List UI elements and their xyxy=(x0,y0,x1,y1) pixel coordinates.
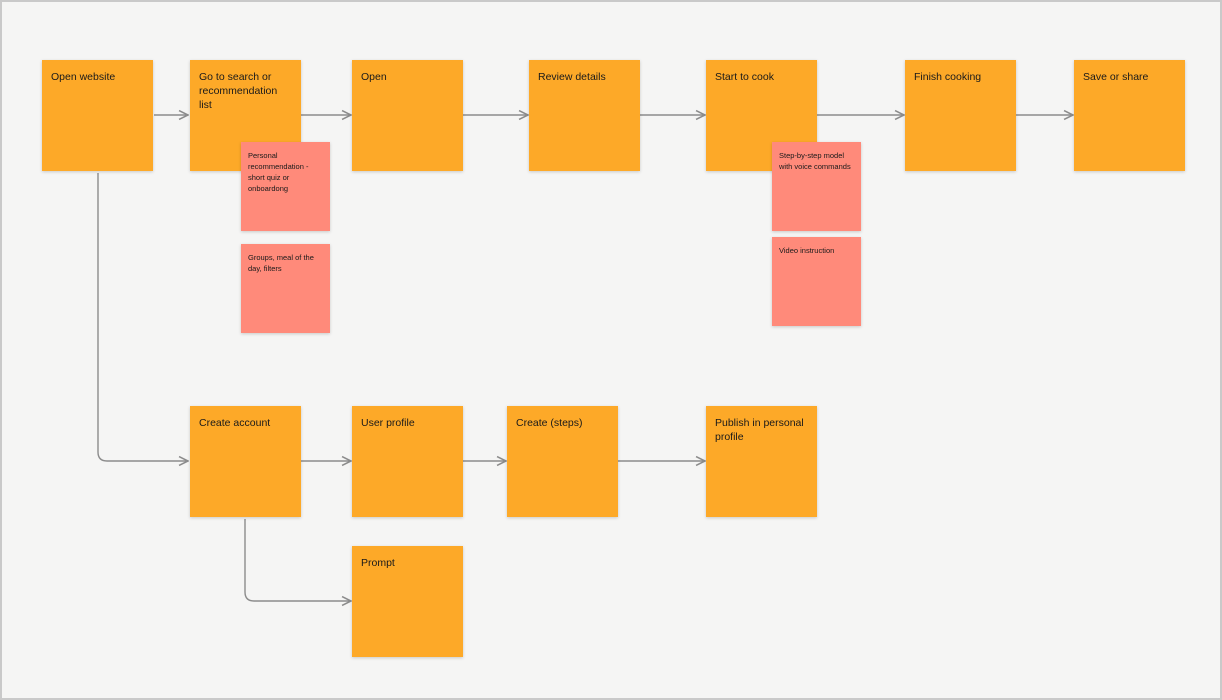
sticky-text: Prompt xyxy=(361,557,395,569)
sticky-text: Publish in personal profile xyxy=(715,417,804,443)
sticky-create-steps[interactable]: Create (steps) xyxy=(507,406,618,517)
note-personal-recommendation[interactable]: Personal recommendation - short quiz or … xyxy=(241,142,330,231)
sticky-prompt[interactable]: Prompt xyxy=(352,546,463,657)
note-video-instruction[interactable]: Video instruction xyxy=(772,237,861,326)
sticky-finish-cooking[interactable]: Finish cooking xyxy=(905,60,1016,171)
sticky-text: Open website xyxy=(51,71,116,83)
sticky-text: Finish cooking xyxy=(914,71,982,83)
sticky-create-account[interactable]: Create account xyxy=(190,406,301,517)
sticky-open-website[interactable]: Open website xyxy=(42,60,153,171)
note-text: Personal recommendation - short quiz or … xyxy=(248,151,309,193)
note-step-by-step[interactable]: Step-by-step model with voice commands xyxy=(772,142,861,231)
sticky-text: Review details xyxy=(538,71,606,83)
arrow-account-to-prompt xyxy=(244,519,351,601)
note-groups-filters[interactable]: Groups, meal of the day, filters xyxy=(241,244,330,333)
sticky-text: Create account xyxy=(199,417,271,429)
arrow-website-to-account xyxy=(97,173,188,461)
sticky-review-details[interactable]: Review details xyxy=(529,60,640,171)
note-text: Groups, meal of the day, filters xyxy=(248,253,314,273)
sticky-save-or-share[interactable]: Save or share xyxy=(1074,60,1185,171)
sticky-publish-profile[interactable]: Publish in personal profile xyxy=(706,406,817,517)
sticky-user-profile[interactable]: User profile xyxy=(352,406,463,517)
sticky-open[interactable]: Open xyxy=(352,60,463,171)
sticky-text: Save or share xyxy=(1083,71,1149,83)
sticky-text: Start to cook xyxy=(715,71,774,83)
sticky-text: Go to search or recommendation list xyxy=(199,71,278,111)
note-text: Step-by-step model with voice commands xyxy=(779,151,851,171)
note-text: Video instruction xyxy=(779,246,835,255)
sticky-text: User profile xyxy=(361,417,415,429)
sticky-text: Open xyxy=(361,71,387,83)
sticky-text: Create (steps) xyxy=(516,417,583,429)
